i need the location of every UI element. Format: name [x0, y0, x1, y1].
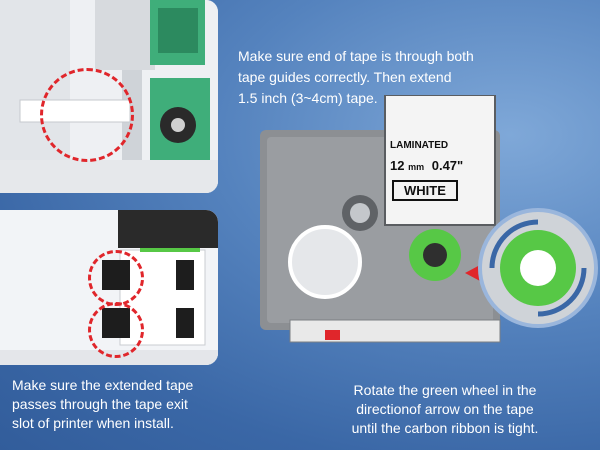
- instruction-top-line-2: tape guides correctly. Then extend: [238, 69, 452, 85]
- instruction-top: Make sure end of tape is through both ta…: [238, 46, 558, 109]
- wheel-zoom-circle: [478, 208, 598, 328]
- label-size: 12 mm 0.47": [390, 158, 463, 173]
- instruction-bottom-right-line-2: directionof arrow on the tape: [356, 401, 534, 417]
- instruction-bottom-left-line-3: slot of printer when install.: [12, 415, 174, 431]
- instruction-bottom-left-line-1: Make sure the extended tape: [12, 377, 194, 393]
- tape-exit-upper-highlight-circle: [88, 250, 144, 306]
- instruction-top-line-1: Make sure end of tape is through both: [238, 48, 474, 64]
- instruction-bottom-right: Rotate the green wheel in the directiono…: [300, 381, 590, 438]
- instruction-bottom-right-line-3: until the carbon ribbon is tight.: [351, 420, 539, 436]
- tape-exit-detail-panel: [0, 210, 218, 365]
- instruction-bottom-right-line-1: Rotate the green wheel in the: [353, 382, 537, 398]
- tape-guide-detail-panel: [0, 0, 218, 193]
- instruction-bottom-left: Make sure the extended tape passes throu…: [12, 376, 262, 433]
- label-color: WHITE: [392, 180, 458, 201]
- instruction-top-line-3: 1.5 inch (3~4cm) tape.: [238, 90, 378, 106]
- label-mm-unit: mm: [408, 162, 425, 172]
- instruction-bottom-left-line-2: passes through the tape exit: [12, 396, 188, 412]
- green-wheel-icon: [489, 219, 587, 317]
- label-size-mm: 12: [390, 158, 405, 173]
- tape-guide-highlight-circle: [40, 68, 134, 162]
- cassette-label: LAMINATED 12 mm 0.47" WHITE: [388, 100, 492, 218]
- label-size-inch: 0.47": [431, 158, 464, 173]
- tape-exit-lower-highlight-circle: [88, 302, 144, 358]
- tape-guide-zoom-circle: [288, 225, 362, 299]
- label-laminated: LAMINATED: [390, 140, 449, 151]
